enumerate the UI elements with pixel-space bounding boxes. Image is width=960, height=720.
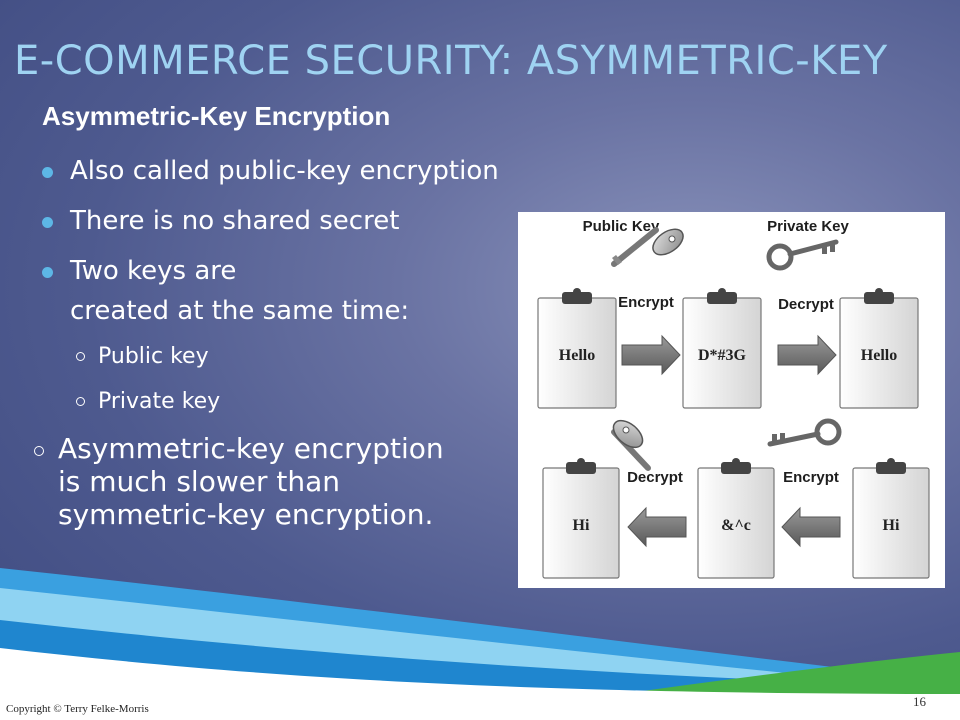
clipboard-icon: Hello bbox=[839, 288, 919, 409]
decrypt-step-label: Decrypt bbox=[627, 469, 683, 486]
clipboard-icon: Hi bbox=[542, 458, 620, 579]
decrypt-step-label: Decrypt bbox=[778, 296, 834, 313]
arrow-right-icon bbox=[621, 334, 681, 376]
page-number: 16 bbox=[913, 694, 926, 709]
ring-bullet-icon bbox=[76, 352, 85, 361]
bullet-text: There is no shared secret bbox=[70, 206, 400, 236]
copyright-text: Copyright © Terry Felke-Morris bbox=[6, 703, 149, 715]
bullet-text: Also called public-key encryption bbox=[70, 156, 499, 186]
public-key-icon bbox=[611, 419, 651, 471]
private-key-icon bbox=[766, 239, 839, 271]
bullet-text-continued: created at the same time: bbox=[70, 296, 410, 326]
clipboard-icon: &^c bbox=[697, 458, 775, 579]
clipboard-text: D*#3G bbox=[698, 347, 747, 364]
bullet-dot-icon bbox=[42, 267, 53, 278]
note-line-2: is much slower than bbox=[58, 465, 340, 498]
clipboard-text: &^c bbox=[721, 517, 751, 534]
public-key-icon bbox=[611, 227, 684, 267]
arrow-left-icon bbox=[627, 506, 687, 548]
bullet-dot-icon bbox=[42, 167, 53, 178]
clipboard-text: Hi bbox=[573, 517, 590, 534]
public-key-label: Public Key bbox=[583, 218, 660, 235]
bullet-dot-icon bbox=[42, 217, 53, 228]
ring-bullet-icon bbox=[76, 397, 85, 406]
slide-heading: Asymmetric-Key Encryption bbox=[42, 101, 391, 131]
note-line-1: Asymmetric-key encryption bbox=[58, 432, 444, 465]
clipboard-text: Hello bbox=[559, 347, 595, 364]
clipboard-text: Hello bbox=[861, 347, 897, 364]
slide-title: E-COMMERCE SECURITY: ASYMMETRIC-KEY bbox=[14, 38, 888, 84]
bullet-text: Two keys are bbox=[70, 256, 237, 286]
clipboard-icon: Hello bbox=[537, 288, 617, 409]
private-key-label: Private Key bbox=[767, 218, 849, 235]
encrypt-step-label: Encrypt bbox=[618, 294, 674, 311]
sub-bullet-text: Private key bbox=[98, 389, 221, 414]
arrow-left-icon bbox=[781, 506, 841, 548]
encryption-diagram: Public Key Private Key Encrypt Decrypt bbox=[518, 212, 945, 588]
encrypt-step-label: Encrypt bbox=[783, 469, 839, 486]
private-key-icon bbox=[767, 418, 842, 447]
clipboard-icon: D*#3G bbox=[682, 288, 762, 409]
clipboard-text: Hi bbox=[883, 517, 900, 534]
arrow-right-icon bbox=[777, 334, 837, 376]
sub-bullet-text: Public key bbox=[98, 344, 209, 369]
ring-bullet-icon bbox=[34, 446, 44, 456]
note-line-3: symmetric-key encryption. bbox=[58, 498, 434, 531]
decorative-swoosh bbox=[0, 568, 960, 720]
clipboard-icon: Hi bbox=[852, 458, 930, 579]
